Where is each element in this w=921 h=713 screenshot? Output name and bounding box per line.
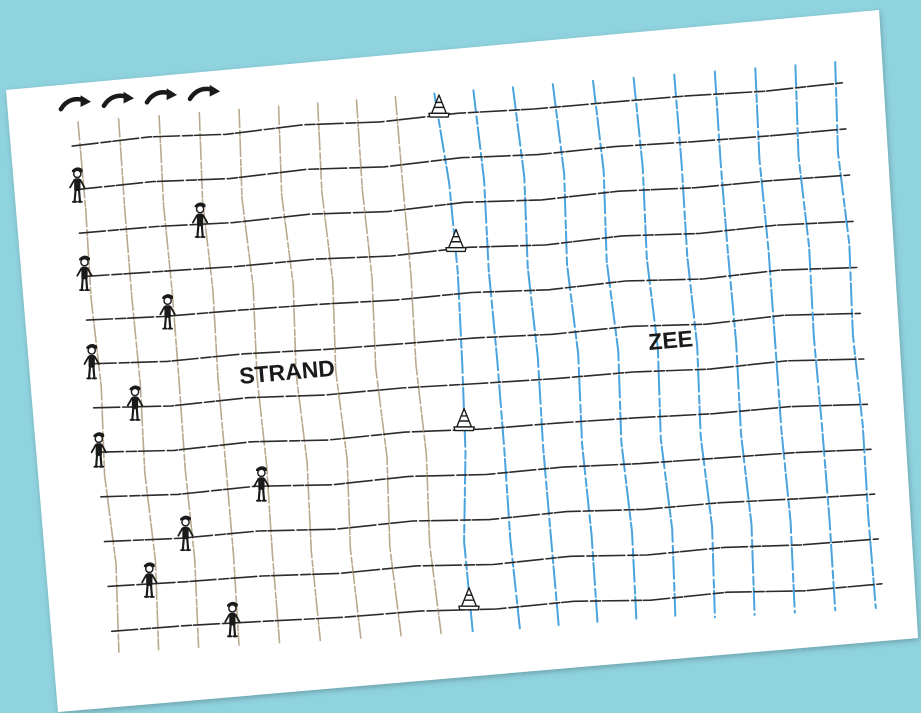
- sea-label: ZEE: [647, 325, 694, 355]
